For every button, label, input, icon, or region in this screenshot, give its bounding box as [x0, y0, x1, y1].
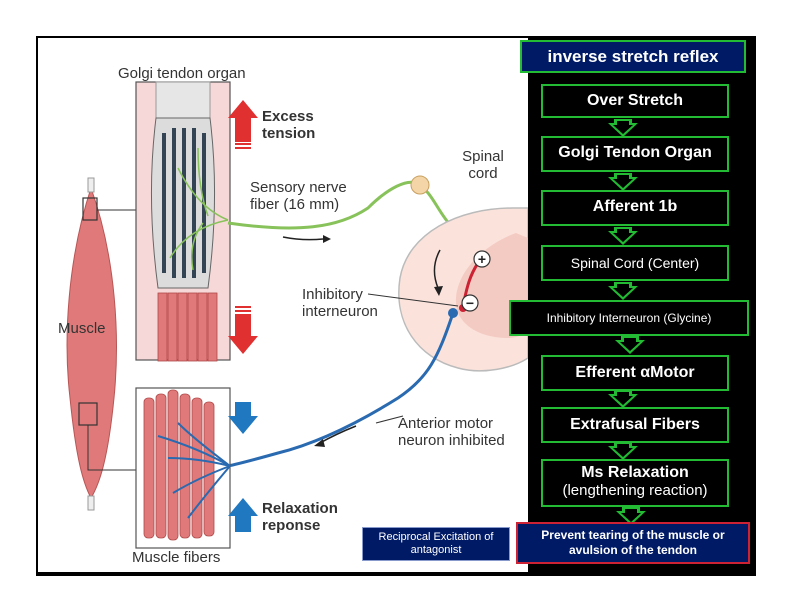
minus-sign-icon: − — [461, 294, 479, 312]
muscle-bottom-tendon — [87, 495, 95, 511]
flow-arrow-icon — [608, 282, 638, 300]
illustration-svg: + − — [66, 81, 528, 549]
label-excess-tension: Excess tension — [262, 108, 316, 142]
prevent-tearing-box: Prevent tearing of the muscle or avulsio… — [516, 522, 750, 564]
flow-arrow-icon — [608, 390, 638, 408]
label-muscle: Muscle — [58, 320, 106, 337]
anterior-motor-neuron-fiber — [227, 312, 455, 468]
muscle-belly — [66, 186, 117, 500]
step-spinal-cord: Spinal Cord (Center) — [541, 245, 729, 281]
label-spinal-cord: Spinal cord — [462, 148, 504, 182]
label-inhibitory-interneuron: Inhibitory interneuron — [302, 286, 378, 320]
relaxation-down-arrow-icon — [228, 402, 258, 434]
flow-arrow-icon — [608, 173, 638, 191]
step-afferent-1b: Afferent 1b — [541, 190, 729, 226]
step-extrafusal-fibers: Extrafusal Fibers — [541, 407, 729, 443]
flow-arrow-icon — [615, 336, 645, 354]
up-arrow-icon — [228, 100, 258, 149]
step-golgi-tendon-organ: Golgi Tendon Organ — [541, 136, 729, 172]
flow-arrow-icon — [616, 507, 646, 525]
interneuron-pointer — [367, 293, 459, 307]
reflex-illustration: + − Golgi — [38, 38, 528, 572]
gto-upper-tendon — [155, 81, 211, 123]
label-muscle-fibers: Muscle fibers — [132, 549, 221, 566]
flow-arrow-icon — [608, 119, 638, 137]
spinal-rotation-arrow — [433, 249, 441, 289]
muscle-top-tendon — [87, 177, 95, 193]
flow-arrow-icon — [608, 227, 638, 245]
reciprocal-excitation-note: Reciprocal Excitation of antagonist — [362, 527, 510, 561]
lengthening-reaction-text: (lengthening reaction) — [562, 482, 708, 499]
label-anterior-motor-neuron: Anterior motor neuron inhibited — [398, 415, 505, 449]
label-sensory-nerve-fiber: Sensory nerve fiber (16 mm) — [250, 179, 347, 213]
step-efferent-motor: Efferent αMotor — [541, 355, 729, 391]
flow-arrow-icon — [608, 442, 638, 460]
motor-direction-arrow — [319, 425, 357, 444]
relaxation-up-arrow-icon — [228, 498, 258, 532]
step-inhibitory-interneuron: Inhibitory Interneuron (Glycine) — [509, 300, 749, 336]
step-ms-relaxation: Ms Relaxation (lengthening reaction) — [541, 459, 729, 507]
label-relaxation-response: Relaxation reponse — [262, 500, 338, 534]
sensory-direction-arrow — [282, 236, 324, 241]
motor-endplate-branches — [157, 422, 231, 519]
plus-sign-icon: + — [473, 250, 491, 268]
zoom-line-bottom — [87, 425, 136, 471]
label-golgi-tendon-organ: Golgi tendon organ — [118, 65, 246, 82]
gto-muscle-fibers — [157, 292, 218, 362]
flowchart-title: inverse stretch reflex — [520, 40, 746, 73]
down-arrow-icon — [228, 306, 258, 354]
plus-sign-text: + — [478, 251, 486, 267]
minus-sign-text: − — [466, 295, 474, 311]
step-over-stretch: Over Stretch — [541, 84, 729, 118]
motor-label-pointer — [375, 415, 404, 424]
dorsal-root-ganglion — [410, 175, 430, 195]
gto-nerve-branches — [169, 147, 229, 271]
ms-relaxation-text: Ms Relaxation — [581, 464, 689, 481]
muscle-zoom-box-top — [82, 197, 98, 221]
